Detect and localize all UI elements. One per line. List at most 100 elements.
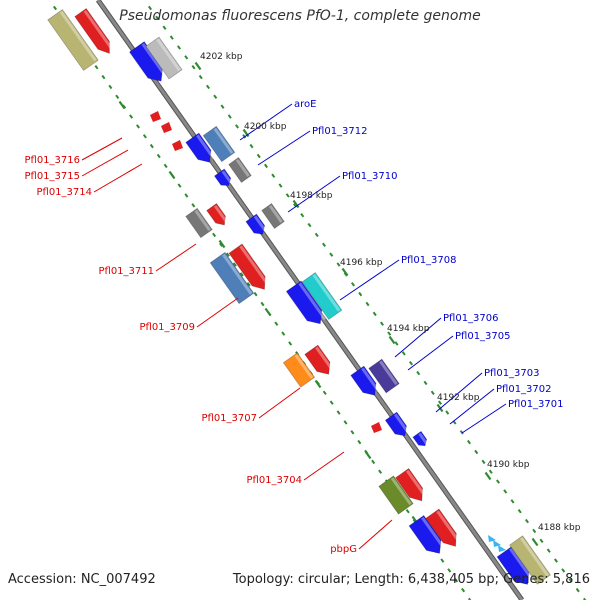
tick-mark — [263, 163, 269, 169]
label-leader-line — [258, 387, 301, 419]
gene-label-pfl01-3711: Pfl01_3711 — [98, 266, 154, 277]
tick-mark — [416, 370, 421, 376]
gene-labels: aroEPfl01_3712Pfl01_3710Pfl01_3708Pfl01_… — [24, 99, 563, 555]
tick-mark — [235, 124, 239, 129]
gene-label-pfl01-3705: Pfl01_3705 — [455, 331, 511, 342]
kbp-label: 4200 kbp — [244, 122, 287, 132]
small-gene-feature — [172, 140, 183, 151]
tick-mark — [169, 35, 174, 40]
label-leader-line — [435, 372, 483, 413]
gene-feature — [384, 411, 410, 437]
label-leader-line — [81, 137, 123, 161]
gene-feature — [74, 7, 114, 54]
gene-feature — [228, 243, 270, 290]
gene-label-pfl01-3714: Pfl01_3714 — [36, 187, 92, 198]
tick-mark — [300, 213, 305, 218]
tick-mark — [281, 331, 286, 336]
gene-label-pfl01-3706: Pfl01_3706 — [443, 313, 499, 324]
tick-mark — [108, 84, 113, 90]
tick-mark-major — [194, 61, 202, 71]
tick-mark-major — [292, 199, 300, 209]
label-leader-line — [239, 103, 293, 141]
tick-mark — [350, 282, 356, 287]
label-leader-line — [93, 163, 143, 193]
tick-mark — [437, 400, 443, 405]
gene-feature — [509, 535, 551, 585]
tick-mark — [177, 183, 182, 188]
tick-mark — [177, 45, 181, 50]
gene-feature — [378, 475, 414, 515]
tick-mark — [314, 232, 319, 238]
label-leader-line — [81, 149, 129, 177]
gene-feature — [213, 168, 233, 186]
tick-mark — [358, 291, 363, 297]
tick-mark — [321, 242, 327, 247]
tick-mark — [94, 65, 99, 70]
tick-mark — [288, 341, 293, 346]
tick-mark — [466, 439, 472, 445]
tick-mark — [219, 242, 223, 247]
tick-mark — [454, 578, 459, 583]
genome-stats-text: Topology: circular; Length: 6,438,405 bp… — [232, 572, 590, 587]
tick-mark-major — [314, 379, 322, 389]
tick-mark — [142, 134, 147, 139]
gene-feature — [408, 514, 446, 554]
kbp-label: 4190 kbp — [487, 460, 530, 470]
tick-mark — [148, 5, 152, 11]
gene-feature — [47, 8, 99, 72]
tick-mark-major — [242, 128, 250, 138]
tick-mark — [271, 173, 276, 178]
tick-mark — [445, 410, 450, 415]
label-leader-lines — [81, 103, 507, 550]
tick-mark — [582, 597, 587, 600]
gene-feature — [395, 467, 427, 502]
small-gene-feature — [488, 535, 496, 542]
tick-mark — [162, 25, 167, 30]
gene-feature — [245, 213, 267, 235]
small-gene-feature — [498, 545, 506, 552]
tick-mark — [212, 232, 217, 238]
tick-mark — [184, 55, 189, 60]
tick-mark-major — [264, 307, 272, 317]
tick-mark — [553, 558, 559, 563]
tick-mark — [232, 262, 237, 267]
tick-mark — [546, 548, 551, 553]
gene-label-pfl01-3715: Pfl01_3715 — [24, 171, 80, 182]
gene-feature — [368, 358, 400, 394]
tick-mark — [561, 568, 566, 573]
tick-mark — [372, 311, 377, 317]
small-gene-feature — [150, 111, 161, 122]
tick-mark — [206, 84, 210, 90]
kbp-label: 4188 kbp — [538, 523, 581, 533]
tick-mark — [307, 222, 312, 228]
small-gene-feature — [161, 122, 172, 133]
tick-mark — [447, 568, 452, 573]
label-leader-line — [461, 403, 507, 434]
tick-mark — [524, 518, 530, 524]
tick-mark — [220, 104, 225, 109]
tick-mark — [365, 301, 370, 307]
kbp-label: 4198 kbp — [290, 191, 333, 201]
tick-mark — [336, 262, 341, 267]
label-leader-line — [303, 451, 345, 481]
tick-mark — [401, 351, 406, 356]
tick-mark — [249, 143, 254, 149]
gene-label-pfl01-3701: Pfl01_3701 — [508, 399, 564, 410]
gene-features — [47, 7, 551, 585]
tick-mark — [156, 153, 161, 159]
tick-mark — [198, 74, 203, 80]
accession-text: Accession: NC_007492 — [8, 572, 156, 587]
tick-mark — [163, 163, 168, 169]
tick-mark-major — [484, 471, 492, 481]
tick-mark — [481, 459, 486, 465]
tick-mark — [136, 124, 140, 129]
tick-mark — [474, 449, 479, 455]
gene-label-pfl01-3710: Pfl01_3710 — [342, 171, 398, 182]
tick-mark — [387, 331, 392, 336]
label-leader-line — [155, 243, 197, 272]
tick-mark — [115, 94, 120, 99]
kbp-label: 4192 kbp — [437, 393, 480, 403]
